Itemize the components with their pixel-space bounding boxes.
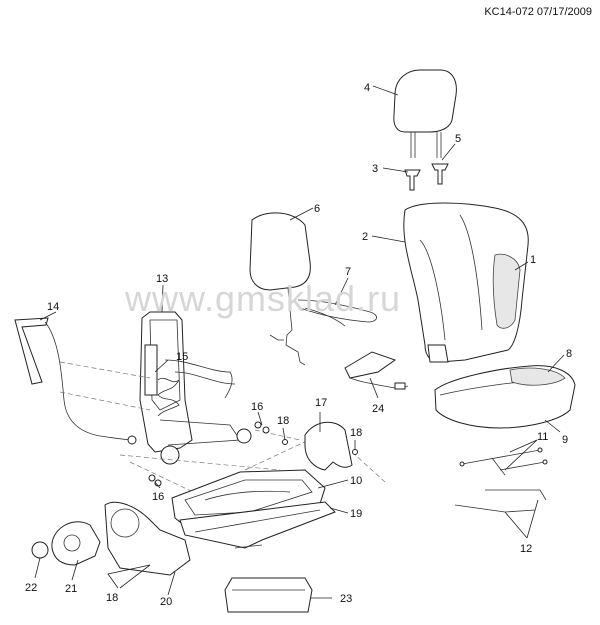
watermark-text: www.gmsklad.ru [125,278,402,319]
harness-connector [344,351,409,390]
recliner-handle [51,521,101,566]
seat-cushion-pad-insert [509,367,566,386]
callout-leader-lines [34,85,565,599]
seat-adjuster-track [179,501,336,549]
callout-20: 20 [160,596,172,608]
callout-19: 19 [350,508,362,520]
callout-24: 24 [372,403,384,415]
callout-14: 14 [47,301,59,313]
seat-cushion-cover [434,365,576,429]
callout-18b: 18 [350,427,362,439]
seat-wire-rods [454,447,548,513]
headrest-guide-left [404,169,421,191]
callout-5: 5 [455,133,461,145]
callout-22: 22 [25,582,37,594]
callout-12: 12 [520,543,532,555]
side-airbag-module [249,212,311,366]
fastener-bolts [148,421,358,487]
under-seat-storage-tray [224,577,313,613]
callout-3: 3 [372,163,378,175]
lumbar-support-cable [14,317,137,445]
seat-back-panel-insert [492,253,521,329]
callout-10: 10 [350,475,362,487]
callout-18: 18 [277,415,289,427]
callout-11: 11 [537,431,548,443]
headrest [393,69,457,158]
callout-8: 8 [566,348,572,360]
callout-2: 2 [362,231,368,243]
callout-21: 21 [65,583,77,595]
callout-15: 15 [176,351,188,363]
callout-7: 7 [345,266,351,278]
seat-outer-trim-panel [104,501,191,576]
callout-9: 9 [562,434,568,446]
seat-wire-harness [297,299,377,327]
seat-back-cover [403,202,529,363]
callout-1: 1 [530,254,536,266]
callout-23: 23 [340,593,352,605]
headrest-guide-right [431,163,449,185]
diagram-reference-code: KC14-072 07/17/2009 [484,6,592,18]
callout-6: 6 [314,203,320,215]
callout-16: 16 [251,401,263,413]
recliner-cap [31,541,49,559]
callout-18c: 18 [106,592,118,604]
seat-back-frame [139,311,252,465]
callout-16b: 16 [152,491,164,503]
callout-4: 4 [364,82,370,94]
callout-13: 13 [156,273,168,285]
seat-side-bracket [304,421,353,471]
callout-17: 17 [315,397,327,409]
